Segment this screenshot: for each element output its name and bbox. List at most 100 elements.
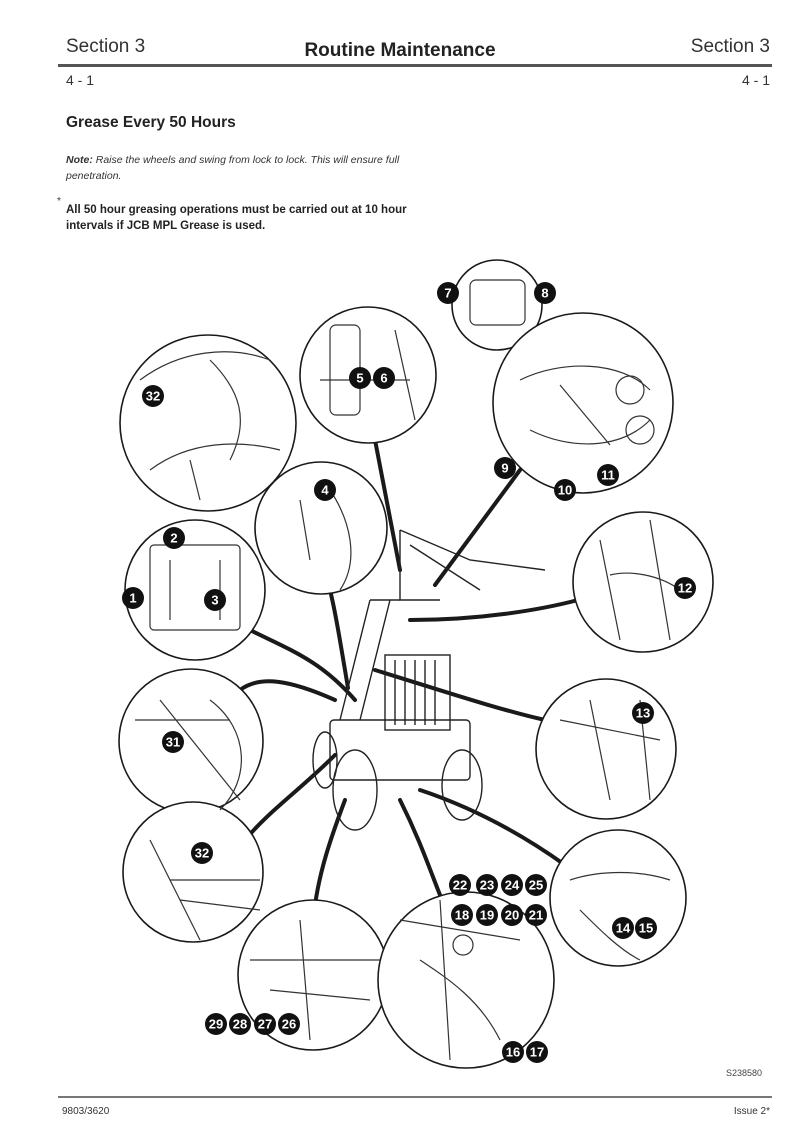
callout-badge-circle: [204, 589, 226, 611]
callout-badge-circle: [501, 874, 523, 896]
callout-number: 1: [129, 591, 136, 606]
callout-badge-31: 31: [162, 731, 184, 753]
callout-badge-circle: [314, 479, 336, 501]
callout-badge-14: 14: [612, 917, 634, 939]
callout-badge-circle: [449, 874, 471, 896]
callout-number: 13: [636, 706, 650, 721]
issue-label: Issue 2*: [733, 1106, 770, 1117]
callout-badge-circle: [229, 1013, 251, 1035]
detail-circle-1-3: [124, 519, 266, 661]
warning-paragraph: All 50 hour greasing operations must be …: [66, 204, 407, 232]
wheel-left: [332, 749, 378, 831]
callout-badge-29: 29: [205, 1013, 227, 1035]
callout-number: 29: [209, 1017, 223, 1032]
callout-number: 8: [541, 286, 548, 301]
detail-circle-12: [572, 511, 714, 653]
callout-badge-18: 18: [451, 904, 473, 926]
callout-badge-24: 24: [501, 874, 523, 896]
callout-badge-circle: [525, 874, 547, 896]
chassis: [329, 719, 471, 781]
callout-number: 2: [170, 531, 177, 546]
callout-number: 32: [195, 846, 209, 861]
callout-badge-12: 12: [674, 577, 696, 599]
callout-number: 24: [505, 878, 520, 893]
callout-number: 5: [356, 371, 363, 386]
figure-code: S238580: [725, 1068, 762, 1078]
wheel-rear: [312, 731, 338, 789]
detail-circles: [118, 259, 714, 1069]
callout-badge-16: 16: [502, 1041, 524, 1063]
callout-badge-circle: [502, 1041, 524, 1063]
callout-number: 11: [601, 468, 615, 483]
callout-badge-15: 15: [635, 917, 657, 939]
document-number: 9803/3620: [62, 1106, 110, 1117]
section-label-left: Section 3: [66, 36, 146, 57]
callout-badge-circle: [205, 1013, 227, 1035]
boom: [339, 599, 400, 721]
callout-badge-circle: [526, 1041, 548, 1063]
leader-line: [418, 788, 567, 867]
leader-line: [238, 679, 337, 702]
note-text: Raise the wheels and swing from lock to …: [66, 154, 400, 182]
callout-number: 7: [444, 286, 451, 301]
callout-badge-4: 4: [314, 479, 336, 501]
leader-line: [243, 753, 337, 842]
detail-sketches: [135, 279, 681, 1061]
callout-badge-circle: [554, 479, 576, 501]
callout-number: 17: [530, 1045, 544, 1060]
callout-badge-27: 27: [254, 1013, 276, 1035]
callout-badge-circle: [476, 904, 498, 926]
detail-circle-7-8: [451, 259, 543, 351]
engine-cover: [384, 654, 451, 731]
detail-circle-13: [535, 678, 677, 820]
callout-number: 21: [529, 908, 543, 923]
callout-badge-10: 10: [554, 479, 576, 501]
callout-badge-26: 26: [278, 1013, 300, 1035]
leader-line: [248, 628, 357, 702]
callout-badge-25: 25: [525, 874, 547, 896]
callout-number: 28: [233, 1017, 247, 1032]
callout-number: 19: [480, 908, 494, 923]
callout-badge-circle: [612, 917, 634, 939]
callout-badge-circle: [476, 874, 498, 896]
callout-badge-circle: [373, 367, 395, 389]
callout-badge-circle: [534, 282, 556, 304]
callout-number: 4: [321, 483, 329, 498]
callout-badge-circle: [142, 385, 164, 407]
note-paragraph: Note: Raise the wheels and swing from lo…: [66, 152, 416, 184]
asterisk-marker: *: [57, 196, 61, 207]
detail-circle-9-11: [492, 312, 674, 494]
callout-number: 10: [558, 483, 572, 498]
callout-badge-circle: [525, 904, 547, 926]
callout-badge-8: 8: [534, 282, 556, 304]
callout-badge-circle: [349, 367, 371, 389]
callout-badge-circle: [597, 464, 619, 486]
callout-badge-circle: [437, 282, 459, 304]
forks: [399, 529, 546, 601]
leader-line: [433, 468, 522, 587]
page-title: Routine Maintenance: [304, 40, 496, 61]
callout-badge-5: 5: [349, 367, 371, 389]
callout-number: 12: [678, 581, 692, 596]
callout-number: 22: [453, 878, 467, 893]
callout-badge-7: 7: [437, 282, 459, 304]
callout-number: 6: [380, 371, 387, 386]
callout-number: 27: [258, 1017, 272, 1032]
callout-number: 32: [146, 389, 160, 404]
callout-number: 25: [529, 878, 543, 893]
callout-badge-circle: [494, 457, 516, 479]
callout-badge-22: 22: [449, 874, 471, 896]
callout-badge-circle: [122, 587, 144, 609]
detail-circle-32-top: [119, 334, 297, 512]
callout-number: 26: [282, 1017, 296, 1032]
callout-badge-circle: [254, 1013, 276, 1035]
callout-badge-21: 21: [525, 904, 547, 926]
callout-badge-3: 3: [204, 589, 226, 611]
callout-badge-circle: [635, 917, 657, 939]
section-label-right: Section 3: [690, 36, 770, 57]
callout-badge-23: 23: [476, 874, 498, 896]
callout-badge-32: 32: [191, 842, 213, 864]
callout-badge-13: 13: [632, 702, 654, 724]
leader-line: [313, 798, 347, 907]
